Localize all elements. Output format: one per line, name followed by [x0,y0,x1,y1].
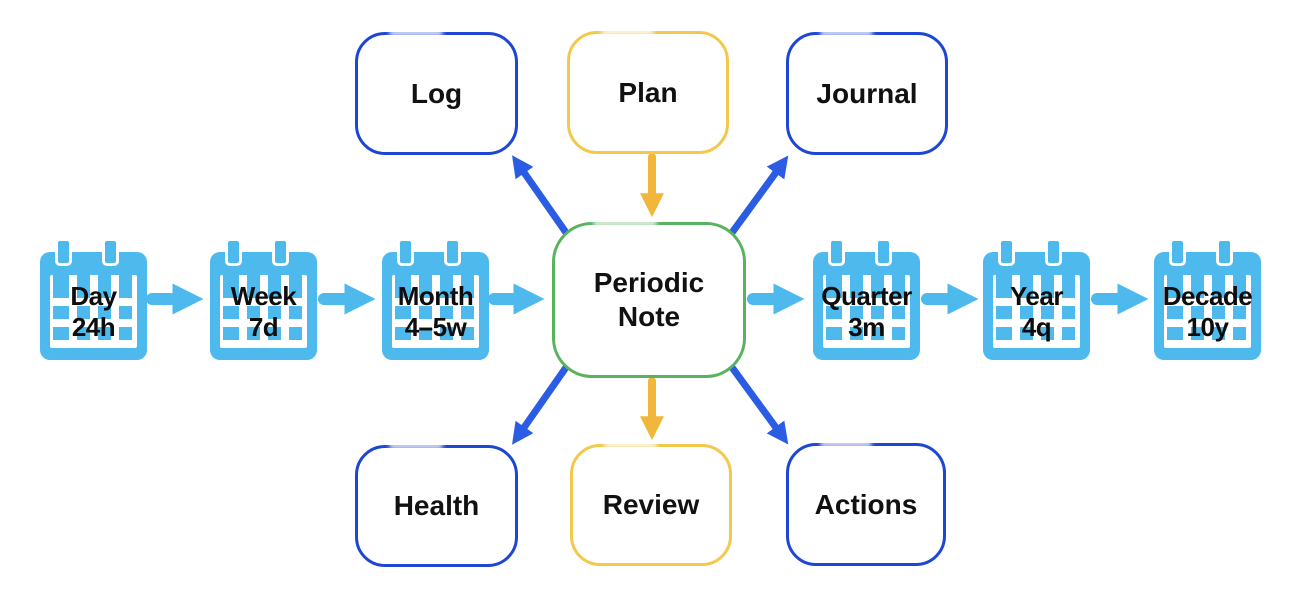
node-journal-label: Journal [816,77,918,109]
calendar-grid [823,275,910,348]
calendar-grid [392,275,479,348]
arrow-periodic-note-to-log [512,155,571,238]
calendar-duration: 4–5w [404,312,467,342]
node-health: Health [355,445,518,567]
calendar-day: Day 24h [40,238,147,360]
calendar-label: Month [397,281,474,311]
calendar-duration: 3m [848,312,885,342]
calendar-ring-icon [875,238,892,266]
calendar-year: Year 4q [983,238,1090,360]
calendar-icon: Quarter 3m [813,252,920,360]
calendar-duration: 7d [248,312,279,342]
arrow-periodic-note-to-journal [727,155,789,238]
node-review-label: Review [602,489,700,520]
node-log-label: Log [410,77,463,109]
calendar-ring-icon [272,238,289,266]
arrow-periodic-note-to-health [512,362,571,445]
arrow-periodic-note-to-actions [727,362,789,445]
calendar-caption: Quarter 3m [813,252,920,360]
calendar-decade: Decade 10y [1154,238,1261,360]
calendar-label: Decade [1162,281,1253,311]
calendar-grid [50,275,137,348]
calendar-caption: Day 24h [40,252,147,360]
node-actions-label: Actions [814,488,918,520]
calendar-ring-icon [998,238,1015,266]
calendar-ring-icon [444,238,461,266]
calendar-grid [220,275,307,348]
calendar-caption: Month 4–5w [382,252,489,360]
calendar-duration: 4q [1021,312,1052,342]
calendar-label: Week [230,281,297,311]
node-journal: Journal [786,32,948,155]
node-plan-label: Plan [618,76,678,108]
calendar-grid [993,275,1080,348]
calendar-ring-icon [1216,238,1233,266]
calendar-quarter: Quarter 3m [813,238,920,360]
calendar-duration: 10y [1186,312,1229,342]
calendar-caption: Decade 10y [1154,252,1261,360]
node-health-label: Health [393,490,480,521]
calendar-ring-icon [102,238,119,266]
node-periodic-note: Periodic Note [552,222,746,378]
calendar-icon: Year 4q [983,252,1090,360]
calendar-ring-icon [397,238,414,266]
calendar-duration: 24h [71,312,116,342]
calendar-grid [1164,275,1251,348]
calendar-caption: Week 7d [210,252,317,360]
calendar-label: Year [1010,281,1063,311]
node-review: Review [570,444,732,566]
calendar-icon: Day 24h [40,252,147,360]
calendar-ring-icon [1045,238,1062,266]
calendar-icon: Week 7d [210,252,317,360]
node-plan: Plan [567,31,729,154]
calendar-ring-icon [828,238,845,266]
node-periodic-note-label: Periodic Note [593,267,705,332]
calendar-icon: Decade 10y [1154,252,1261,360]
calendar-label: Day [70,281,117,311]
calendar-ring-icon [225,238,242,266]
calendar-icon: Month 4–5w [382,252,489,360]
calendar-ring-icon [55,238,72,266]
calendar-label: Quarter [821,281,912,311]
calendar-caption: Year 4q [983,252,1090,360]
calendar-ring-icon [1169,238,1186,266]
calendar-month: Month 4–5w [382,238,489,360]
node-actions: Actions [786,443,946,566]
node-log: Log [355,32,518,155]
calendar-week: Week 7d [210,238,317,360]
